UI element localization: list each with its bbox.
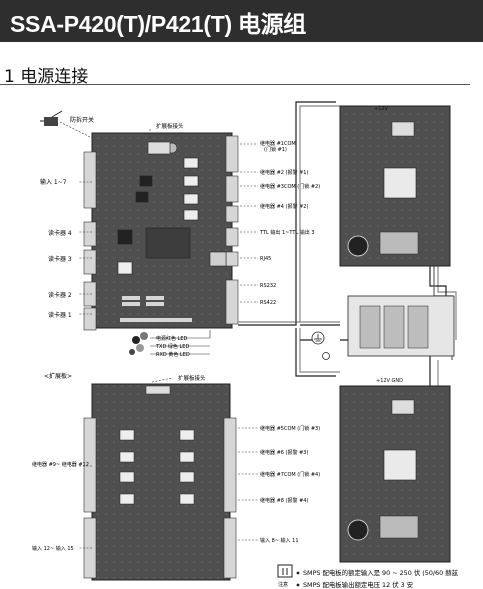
expansion-board: <扩展板> 扩展板接头 继电器 #9~ 继电器 #12: [32, 372, 320, 581]
note-line-2: SMPS 配电板输出额定电压 12 伏 3 安: [303, 580, 413, 589]
chip: [135, 191, 149, 203]
ground-icon: [311, 331, 330, 360]
expansion-connector: [145, 385, 171, 395]
main-board-right-terminals: [225, 135, 239, 325]
chip: [139, 175, 153, 187]
main-board-right-label-4: TTL 输出 1~TTL 输出 3: [259, 229, 315, 236]
fuse-block: [391, 121, 415, 137]
main-board-right-label-6: RS232: [260, 283, 276, 289]
relay-component: [183, 193, 199, 205]
note-line-1: SMPS 配电板的额定输入是 90 ~ 250 伏 (50/60 赫兹: [303, 568, 459, 577]
reader2-label: 读卡器 2: [48, 291, 72, 299]
led-label-power: 电源红色 LED: [156, 335, 188, 342]
expansion-right-label-4: 输入 8~ 输入 11: [260, 537, 299, 544]
main-board-right-label-2: 继电器 #3COM (门锁 #2): [260, 183, 320, 190]
note-label: 注意: [278, 581, 288, 588]
tamper-switch-icon: [40, 110, 63, 126]
capacitor: [347, 519, 369, 541]
note-icon: [277, 564, 293, 578]
led-label-txd: TXD 绿色 LED: [155, 343, 189, 350]
chip: [117, 229, 133, 245]
relay-component: [183, 209, 199, 221]
page-title: SSA-P420(T)/P421(T) 电源组: [10, 11, 306, 37]
rj45-socket: [209, 251, 227, 267]
section-rule: [0, 84, 470, 85]
main-board-right-labels: 继电器 #1COM(门锁 #1) 继电器 #2 (报警 #1) 继电器 #3COM …: [259, 140, 320, 306]
main-board-left-terminals: [83, 151, 97, 331]
heatsink: [379, 231, 419, 255]
expansion-heading: <扩展板>: [44, 372, 72, 380]
main-board: 防拆开关 扩展板接头 输入 1~7 读卡器 4 读卡器 3 读卡器 2 读卡器 …: [40, 110, 320, 358]
expansion-inputs-label: 输入 12~ 输入 15: [32, 545, 74, 552]
heatsink: [379, 515, 419, 539]
psu-top-voltage-label: +12V: [374, 106, 389, 112]
expansion-board-pcb: [91, 383, 231, 581]
relay-component: [183, 157, 199, 169]
main-board-right-label-5: RJ45: [260, 256, 271, 262]
expansion-right-label-0: 继电器 #5COM (门锁 #3): [260, 425, 320, 432]
expansion-right-label-2: 继电器 #7COM (门锁 #4): [260, 471, 320, 478]
title-bar: SSA-P420(T)/P421(T) 电源组: [0, 0, 483, 42]
transformer: [383, 167, 417, 199]
chip: [117, 261, 133, 275]
led-label-rxd: RXD 黄色 LED: [156, 351, 190, 358]
reader3-label: 读卡器 3: [48, 255, 72, 263]
relay-component: [183, 175, 199, 187]
capacitor: [347, 235, 369, 257]
fuse-block: [391, 399, 415, 415]
main-board-right-label-3: 继电器 #4 (报警 #2): [260, 203, 308, 210]
reader4-label: 读卡器 4: [48, 229, 72, 237]
main-board-right-label-1: 继电器 #2 (报警 #1): [260, 169, 308, 176]
psu-bottom-voltage-label: +12V GND: [376, 378, 403, 384]
expansion-right-labels: 继电器 #5COM (门锁 #3) 继电器 #6 (报警 #3) 继电器 #7COM…: [260, 425, 320, 544]
section-heading: 1 电源连接: [4, 67, 89, 87]
note: 注意 SMPS 配电板的额定输入是 90 ~ 250 伏 (50/60 赫兹 S…: [277, 564, 459, 589]
led-group: [129, 330, 211, 355]
expansion-right-terminals: [223, 417, 237, 579]
expansion-connector-label: 扩展板接头: [156, 122, 184, 130]
expansion-connector-label-2: 扩展板接头: [178, 374, 206, 382]
power-section: +12V +12V GND: [238, 101, 457, 563]
expansion-relays-label: 继电器 #9~ 继电器 #12: [32, 461, 89, 468]
connector-block: [147, 141, 171, 155]
reader1-label: 读卡器 1: [48, 311, 72, 319]
expansion-left-terminals: [83, 417, 97, 579]
main-board-right-label-7: RS422: [260, 300, 276, 306]
expansion-right-label-1: 继电器 #6 (报警 #3): [260, 449, 308, 456]
sub-board: [145, 227, 191, 259]
transformer: [383, 449, 417, 481]
inputs-label: 输入 1~7: [40, 178, 67, 186]
tamper-label: 防拆开关: [70, 116, 94, 124]
expansion-right-label-3: 继电器 #8 (报警 #4): [260, 497, 308, 504]
main-board-right-label-0: 继电器 #1COM(门锁 #1): [260, 140, 296, 153]
